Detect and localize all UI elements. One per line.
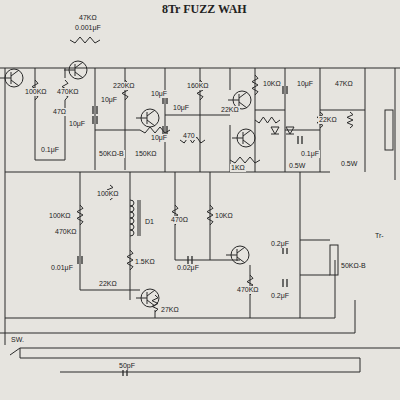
component-value: 220KΩ <box>112 82 136 90</box>
capacitor-symbol <box>283 279 287 287</box>
transistor-leads <box>0 70 19 86</box>
component-value: 0.001μF <box>74 24 102 32</box>
component-value: 0.01μF <box>50 264 74 272</box>
component-value: 0.1μF <box>40 146 60 154</box>
resistor-symbol <box>347 112 353 128</box>
component-value: 0.5W <box>288 162 306 170</box>
inductor-symbol <box>130 200 134 236</box>
switch-symbol <box>10 348 20 358</box>
component-value: 10μF <box>150 134 168 142</box>
resistor-symbol <box>255 117 280 123</box>
component-value: 160KΩ <box>186 82 210 90</box>
diode-symbol <box>271 127 279 134</box>
transistor-leads <box>136 290 155 306</box>
component-value: 100KΩ <box>96 190 120 198</box>
component-value: 10KΩ <box>262 80 282 88</box>
component-value: 150KΩ <box>134 150 158 158</box>
component-value: 10μF <box>100 96 118 104</box>
component-value: 470KΩ <box>54 228 78 236</box>
component-value: 470KΩ <box>56 88 80 96</box>
component-value: 470KΩ <box>236 286 260 294</box>
component-value: 100KΩ <box>24 88 48 96</box>
component-value: 10μF <box>150 90 168 98</box>
capacitor-symbol <box>93 106 97 114</box>
component-value: 10μF <box>296 80 314 88</box>
component-value: 27KΩ <box>160 306 180 314</box>
component-value: 50KΩ-B <box>98 150 125 158</box>
component-symbols <box>0 37 393 376</box>
resistor-symbol <box>70 37 100 43</box>
capacitor-symbol <box>93 116 97 124</box>
resistor-symbol <box>77 205 83 225</box>
resistor-symbol <box>230 157 260 163</box>
component-value: 470Ω <box>170 216 189 224</box>
potentiometer-symbol <box>330 245 338 275</box>
inductor-core <box>138 200 140 236</box>
component-value: SW. <box>10 336 25 344</box>
capacitor-symbol <box>163 126 167 134</box>
component-value: D1 <box>144 218 155 226</box>
component-value: Tr- <box>374 232 385 240</box>
component-value: 0.1μF <box>300 150 320 158</box>
resistor-symbol <box>140 127 170 133</box>
wire <box>0 68 400 372</box>
component-value: 10μF <box>172 104 190 112</box>
component-value: 22KΩ <box>98 280 118 288</box>
component-value: 100KΩ <box>48 212 72 220</box>
diagram-title: 8Tr FUZZ WAH <box>160 2 249 17</box>
component-value: 47KΩ <box>78 14 98 22</box>
component-value: 47Ω <box>52 108 67 116</box>
component-value: 50KΩ-B <box>340 262 367 270</box>
component-value: 47KΩ <box>334 80 354 88</box>
potentiometer-symbol <box>385 110 393 150</box>
component-value: 10KΩ <box>214 212 234 220</box>
resistor-symbol <box>127 250 133 270</box>
component-value: 0.5W <box>340 160 358 168</box>
resistor-symbol <box>252 75 258 95</box>
component-value: 10μF <box>68 120 86 128</box>
transistor-leads <box>136 110 155 126</box>
component-value: 0.2μF <box>270 292 290 300</box>
component-value: 0.02μF <box>176 264 200 272</box>
transistor-leads <box>64 62 83 78</box>
capacitor-symbol <box>78 256 82 264</box>
component-value: 50pF <box>118 362 136 370</box>
component-value: 1KΩ <box>230 164 246 172</box>
component-value: 0.2μF <box>270 240 290 248</box>
transistor-leads <box>226 247 245 263</box>
component-value: 470 <box>182 132 196 140</box>
capacitor-symbol <box>188 256 192 264</box>
resistor-symbol <box>207 205 213 225</box>
component-value: 22KΩ <box>220 106 240 114</box>
transistor-leads <box>232 130 251 146</box>
component-value: 22KΩ <box>318 116 338 124</box>
capacitor-symbol <box>298 136 302 144</box>
capacitor-symbol <box>283 86 287 94</box>
diode-symbol <box>286 127 294 134</box>
component-value: 1.5KΩ <box>134 258 156 266</box>
